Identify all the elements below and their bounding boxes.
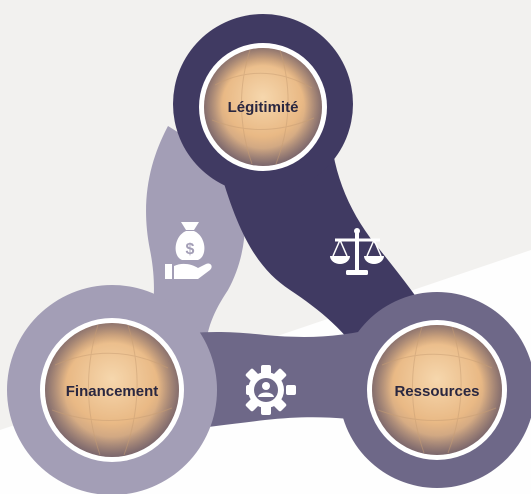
node-label: Financement bbox=[66, 383, 159, 400]
gear-person-icon bbox=[245, 365, 296, 415]
node-label: Ressources bbox=[394, 383, 479, 400]
node-financement: Financement bbox=[40, 318, 184, 462]
scales-icon bbox=[330, 228, 384, 275]
node-ressources: Ressources bbox=[367, 320, 507, 460]
node-legitimite: Légitimité bbox=[199, 43, 327, 171]
node-label: Légitimité bbox=[228, 99, 299, 116]
money-bag-hand-icon: $ bbox=[165, 222, 212, 279]
svg-text:$: $ bbox=[186, 241, 195, 258]
